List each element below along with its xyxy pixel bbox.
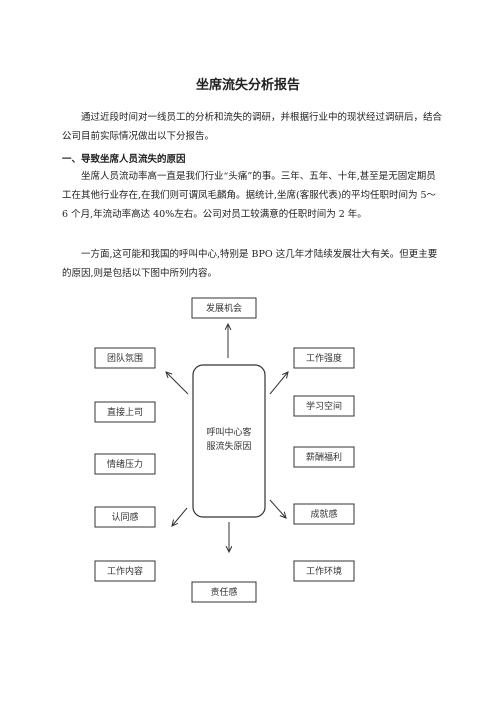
right-cause-0-label: 工作强度	[306, 352, 342, 364]
top-cause-label: 发展机会	[206, 302, 242, 314]
arrow-left-3	[172, 507, 188, 526]
left-cause-4-box	[94, 560, 156, 582]
center-label-1: 服流失原因	[206, 440, 251, 452]
left-cause-3-box	[94, 506, 156, 528]
center-label-0: 呼叫中心客	[206, 426, 251, 438]
arrow-right-0	[269, 372, 288, 395]
body-paragraph-2: 一方面,这可能和我国的呼叫中心,特别是 BPO 这几年才陆续发展壮大有关。但更主…	[62, 249, 438, 279]
section-heading: 一、导致坐席人员流失的原因	[62, 154, 186, 165]
left-cause-2-box	[94, 453, 156, 475]
right-cause-1-box	[293, 395, 355, 417]
top-cause-box	[191, 297, 257, 319]
bottom-cause-box	[191, 581, 257, 603]
right-cause-0-box	[293, 347, 355, 369]
intro-paragraph: 通过近段时间对一线员工的分析和流失的调研，并根据行业中的现状经过调研后，结合公司…	[62, 112, 443, 142]
left-cause-2-label: 情绪压力	[107, 458, 143, 470]
left-cause-1-label: 直接上司	[107, 406, 143, 418]
body-paragraph-1: 坐席人员流动率高一直是我们行业“头痛”的事。三年、五年、十年,甚至是无固定期员工…	[62, 171, 437, 220]
right-cause-3-box	[293, 503, 355, 525]
right-cause-4-box	[293, 560, 355, 582]
left-cause-4-label: 工作内容	[107, 565, 143, 577]
bottom-cause-label: 责任感	[210, 586, 237, 598]
center-box	[192, 364, 266, 518]
arrow-left-0	[166, 372, 189, 395]
left-cause-1-box	[94, 401, 156, 423]
left-cause-0-label: 团队氛围	[107, 352, 143, 364]
document-title: 坐席流失分析报告	[195, 78, 300, 93]
right-cause-1-label: 学习空间	[306, 400, 342, 412]
left-cause-3-label: 认同感	[111, 511, 138, 523]
right-cause-4-label: 工作环境	[306, 565, 342, 577]
right-cause-3-label: 成就感	[310, 508, 337, 520]
right-cause-2-box	[293, 446, 355, 468]
left-cause-0-box	[94, 347, 156, 369]
arrow-right-3	[269, 499, 286, 518]
right-cause-2-label: 薪酬福利	[306, 451, 342, 463]
